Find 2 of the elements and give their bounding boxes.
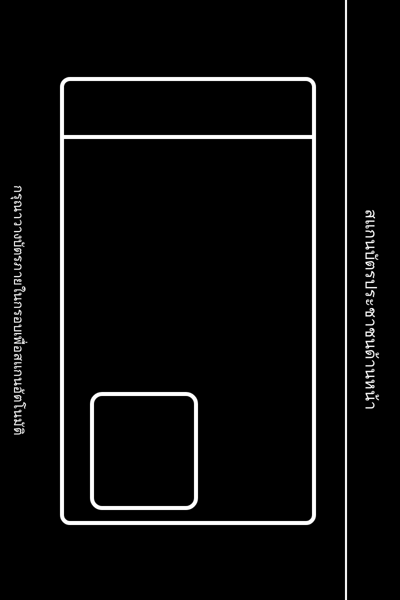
title: สแกนบัตรประชาชนด้านหน้า <box>361 208 381 412</box>
instruction-text: กรุณาวางบัตรภายในกรอบเพื่อสแกนอัตโนมัติ <box>9 130 25 490</box>
